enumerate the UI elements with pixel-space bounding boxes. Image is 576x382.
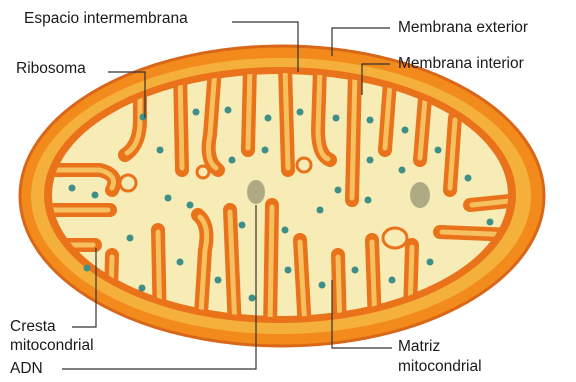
label-membrana-exterior: Membrana exterior [398,19,528,37]
label-adn: ADN [10,360,43,378]
label-espacio-intermembrana: Espacio intermembrana [24,10,188,28]
label-cresta-mitocondrial: mitocondrial [10,337,94,355]
label-matriz: Matriz [398,338,440,356]
label-cresta: Cresta [10,318,56,336]
label-ribosoma: Ribosoma [16,60,86,78]
label-matriz-mitocondrial: mitocondrial [398,358,482,376]
label-membrana-interior: Membrana interior [398,55,524,73]
